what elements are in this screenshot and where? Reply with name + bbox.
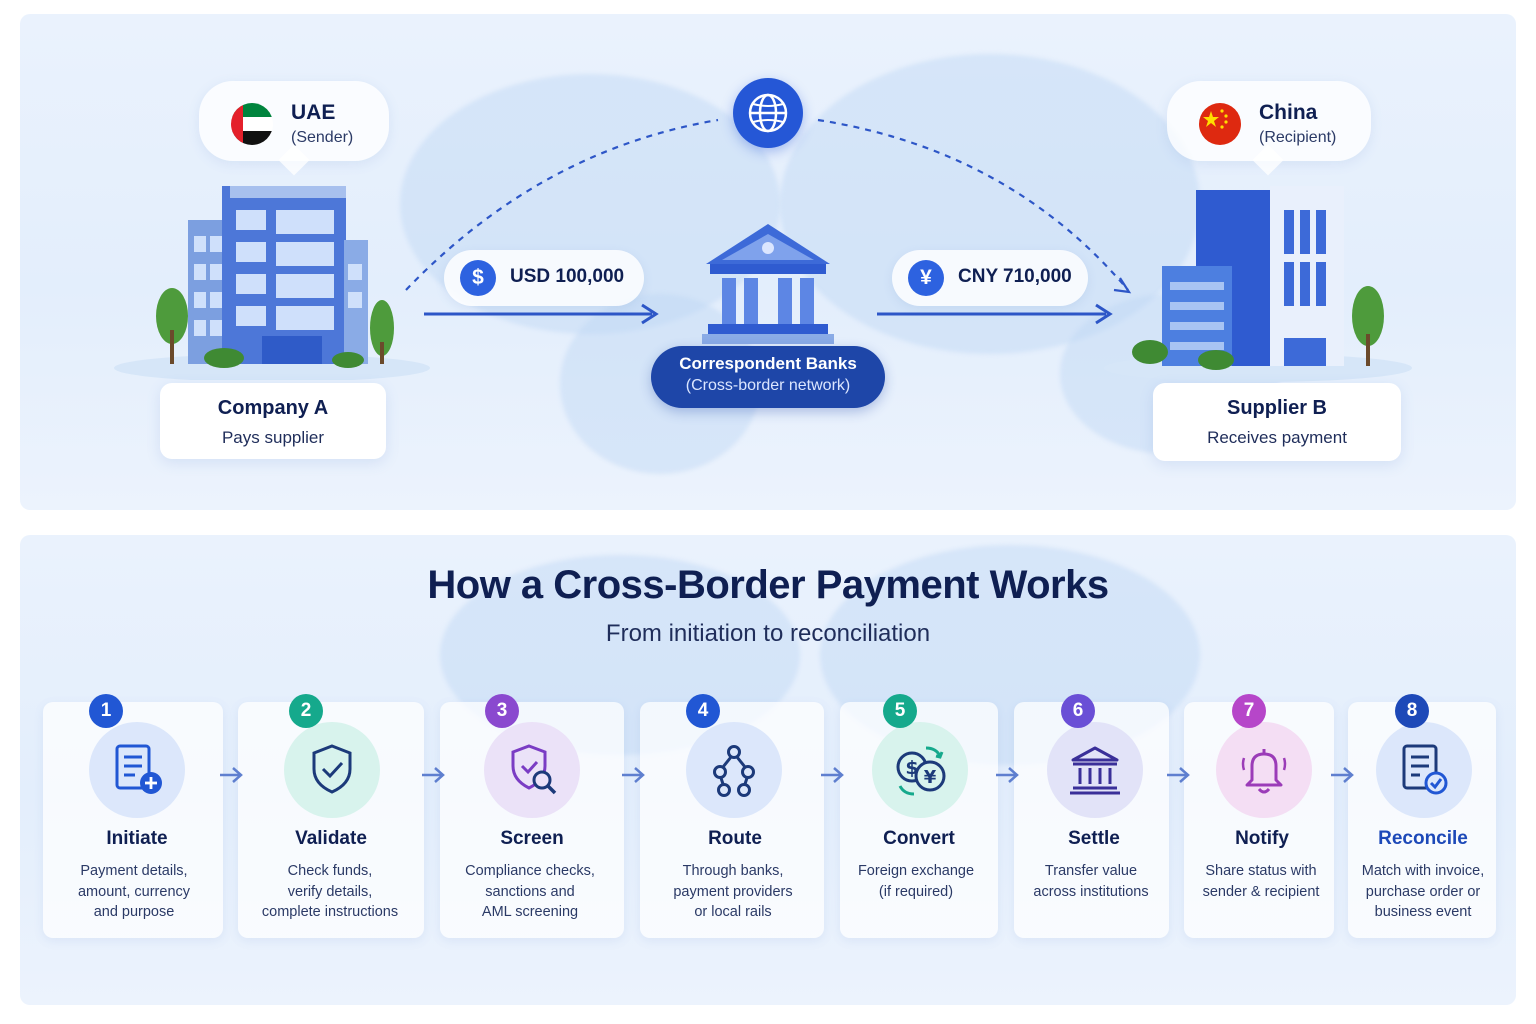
step-1-number: 1 (89, 694, 123, 728)
shield-check-icon (312, 744, 352, 794)
uae-flag-icon (231, 103, 273, 145)
recipient-company-card: Supplier B Receives payment (1153, 383, 1401, 461)
step-7-number: 7 (1232, 694, 1266, 728)
step-7-title: Notify (1235, 828, 1289, 849)
supplier-b-building-icon (1104, 186, 1412, 382)
step-8-title: Reconcile (1378, 828, 1468, 849)
company-a-building-icon (114, 186, 430, 380)
document-add-icon (115, 744, 162, 794)
sender-company: Company A (217, 397, 329, 419)
step-8-icon-circle (1376, 722, 1472, 818)
step-5-number: 5 (883, 694, 917, 728)
amount-sent-value: USD 100,000 (510, 266, 625, 287)
step-7-icon-circle (1216, 722, 1312, 818)
step-6-number: 6 (1061, 694, 1095, 728)
document-check-icon (1402, 744, 1448, 795)
step-4-number: 4 (686, 694, 720, 728)
bank-subtitle: (Cross-border network) (685, 377, 851, 394)
step-8-number: 8 (1395, 694, 1429, 728)
arrow-right-icon (1331, 767, 1354, 783)
amount-received-pill: ¥ CNY 710,000 (892, 250, 1088, 306)
step-5-title: Convert (883, 828, 955, 849)
arrow-right-icon (1167, 767, 1190, 783)
currency-exchange-icon: $ ¥ (896, 746, 946, 796)
step-3-title: Screen (500, 828, 564, 849)
yen-icon: ¥ (908, 260, 944, 296)
sender-country: UAE (291, 101, 336, 124)
sender-company-card: Company A Pays supplier (160, 383, 386, 459)
step-5-desc: Foreign exchange (if required) (857, 863, 975, 900)
svg-text:¥: ¥ (924, 767, 937, 788)
page-title: How a Cross-Border Payment Works (427, 563, 1109, 607)
step-5-icon-circle: $ ¥ (872, 722, 968, 818)
step-4-icon-circle (686, 722, 782, 818)
flow-arrows (405, 118, 1132, 325)
bank-title: Correspondent Banks (679, 354, 857, 373)
arrow-right-icon (622, 767, 645, 783)
page-subtitle: From initiation to reconciliation (605, 620, 931, 647)
amount-received-value: CNY 710,000 (958, 266, 1072, 287)
step-7-desc: Share status with sender & recipient (1202, 863, 1320, 900)
shield-search-icon (511, 744, 557, 795)
arrow-right-icon (220, 767, 243, 783)
step-8-desc: Match with invoice, purchase order or bu… (1361, 863, 1485, 920)
arrow-right-icon (422, 767, 445, 783)
dollar-icon: $ (460, 260, 496, 296)
sender-bubble: UAE (Sender) (199, 81, 389, 176)
sender-action: Pays supplier (221, 428, 325, 447)
step-6-desc: Transfer value across institutions (1033, 863, 1149, 900)
step-6-title: Settle (1068, 828, 1120, 849)
step-3-number: 3 (485, 694, 519, 728)
arrow-right-icon (996, 767, 1019, 783)
step-1-desc: Payment details, amount, currency and pu… (77, 863, 191, 920)
step-6-icon-circle (1047, 722, 1143, 818)
china-flag-icon (1199, 103, 1241, 145)
sender-role: (Sender) (291, 129, 354, 146)
recipient-bubble: China (Recipient) (1167, 81, 1371, 176)
recipient-action: Receives payment (1207, 428, 1347, 447)
step-2-title: Validate (295, 828, 367, 849)
step-1-title: Initiate (106, 828, 168, 849)
recipient-country: China (1259, 101, 1318, 124)
recipient-role: (Recipient) (1259, 129, 1337, 146)
step-1-icon-circle (89, 722, 185, 818)
recipient-company: Supplier B (1226, 397, 1327, 419)
correspondent-banks-label: Correspondent Banks (Cross-border networ… (651, 346, 885, 408)
arrow-right-icon (821, 767, 844, 783)
amount-sent-pill: $ USD 100,000 (444, 250, 644, 306)
step-3-icon-circle (484, 722, 580, 818)
step-4-desc: Through banks, payment providers or loca… (673, 863, 793, 920)
step-2-number: 2 (289, 694, 323, 728)
bell-icon (1241, 749, 1287, 794)
bank-building-icon (702, 224, 834, 344)
step-2-icon-circle (284, 722, 380, 818)
route-network-icon (713, 745, 755, 797)
step-4-title: Route (708, 828, 762, 849)
step-2-desc: Check funds, verify details, complete in… (261, 863, 399, 920)
globe-icon (733, 78, 803, 148)
step-3-desc: Compliance checks, sanctions and AML scr… (465, 863, 595, 920)
bank-icon (1070, 746, 1120, 795)
